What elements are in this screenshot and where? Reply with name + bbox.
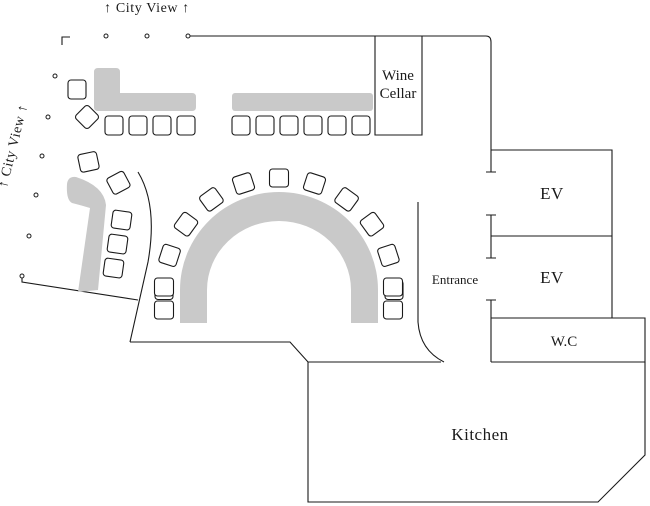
seat [382, 300, 404, 320]
counter-left-curved [66, 176, 106, 292]
seats [67, 79, 404, 320]
city-view-top-label: ↑ City View ↑ [104, 1, 190, 16]
seat [152, 115, 172, 136]
seat [106, 170, 131, 195]
seat [176, 115, 196, 136]
window-post [144, 33, 150, 39]
kitchen-room [307, 362, 646, 503]
seat [351, 115, 371, 136]
seat [359, 211, 385, 237]
seat [104, 115, 124, 136]
ev-upper-wall [491, 149, 613, 318]
corridor-wall [486, 150, 496, 362]
city-view-left-label: ↑ City View ↑ [0, 103, 31, 190]
ev-lower-label: EV [540, 268, 564, 287]
kitchen-label: Kitchen [451, 425, 508, 444]
ev-upper-label: EV [540, 184, 564, 203]
wc-label: W.C [551, 334, 578, 350]
window-corner-mark [61, 36, 70, 45]
dining-inner-wall [129, 171, 152, 343]
seat [102, 257, 125, 279]
seat [77, 151, 100, 173]
seat [231, 115, 251, 136]
seat [302, 172, 327, 195]
dining-bottom-wall [130, 341, 441, 363]
walls [21, 35, 646, 503]
counter-center [232, 93, 373, 111]
window-post [45, 114, 51, 120]
seat [158, 243, 181, 267]
seat [268, 168, 290, 188]
seat [255, 115, 275, 136]
entrance-label: Entrance [432, 272, 478, 287]
window-post [26, 233, 32, 239]
window-post [103, 33, 109, 39]
window-posts [19, 33, 191, 279]
seat [74, 104, 100, 130]
seat [153, 300, 175, 320]
wine-cellar-label-line2: Cellar [380, 86, 417, 102]
window-post [185, 33, 191, 39]
seat [303, 115, 323, 136]
seat [231, 172, 256, 195]
counter-l-shaped [94, 68, 196, 111]
window-post [52, 73, 58, 79]
seat [173, 211, 199, 237]
seat [327, 115, 347, 136]
seat [279, 115, 299, 136]
seat [153, 277, 175, 297]
seat [110, 209, 133, 231]
seat [67, 79, 87, 100]
seat [377, 243, 400, 267]
top-exterior-wall [188, 35, 492, 150]
seat [128, 115, 148, 136]
seat [382, 277, 404, 297]
wc-room [491, 317, 646, 363]
counters [66, 68, 378, 323]
seat [334, 187, 359, 212]
seat [106, 233, 129, 255]
seat [199, 187, 224, 212]
window-post [39, 153, 45, 159]
window-post [19, 273, 25, 279]
labels: Wine Cellar EV EV Entrance W.C Kitchen ↑… [0, 1, 577, 444]
horseshoe-seats [153, 168, 404, 320]
wine-cellar-label-line1: Wine [382, 68, 414, 84]
wine-cellar-room [374, 36, 423, 136]
window-post [33, 192, 39, 198]
entrance-wall [417, 202, 445, 363]
counter-horseshoe [180, 192, 378, 323]
